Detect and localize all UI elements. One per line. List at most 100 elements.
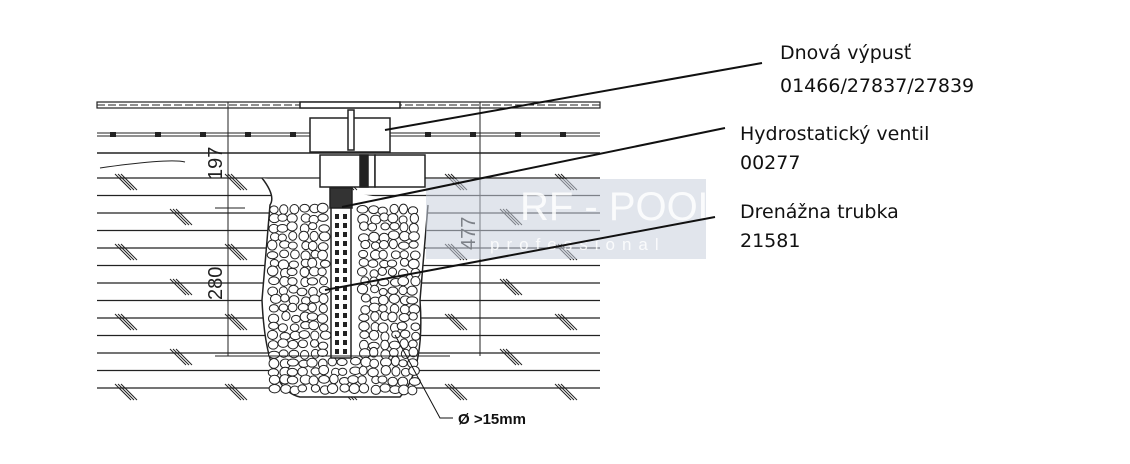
- gravel-stone: [377, 322, 389, 334]
- hatch-mark: [172, 278, 190, 296]
- gravel-stone: [287, 241, 298, 250]
- gravel-stone: [370, 284, 380, 294]
- gravel-stone: [318, 323, 329, 333]
- pipe-hole: [335, 268, 339, 273]
- pipe-hole: [343, 214, 347, 219]
- gravel-stone: [369, 358, 380, 369]
- hatch-mark: [557, 313, 575, 331]
- gravel-stone: [360, 239, 371, 250]
- gravel-stone: [379, 383, 391, 393]
- gravel-stone: [317, 348, 329, 357]
- gravel-stone: [358, 321, 370, 332]
- pipe-hole: [343, 223, 347, 228]
- gravel-stone: [319, 276, 329, 286]
- gravel-stone: [286, 358, 299, 367]
- hatch-mark: [117, 383, 135, 401]
- gravel-stone: [378, 304, 388, 313]
- pipe-hole: [335, 241, 339, 246]
- pipe-hole: [335, 313, 339, 318]
- gravel-stone: [269, 205, 279, 215]
- gravel-stone: [307, 240, 318, 252]
- hatch-mark: [230, 313, 248, 331]
- pipe-hole: [343, 268, 347, 273]
- hatch-mark: [230, 173, 248, 191]
- gravel-stone: [387, 376, 399, 387]
- gravel-stone: [319, 259, 331, 268]
- gravel-stone: [318, 303, 328, 314]
- pipe-hole: [343, 322, 347, 327]
- hatch-mark: [554, 313, 572, 331]
- gravel-stone: [367, 367, 379, 378]
- gravel-stone: [279, 249, 290, 259]
- gravel-stone: [368, 205, 380, 215]
- hatch-mark: [560, 383, 578, 401]
- gravel-stone: [268, 374, 281, 385]
- hatch-mark: [120, 243, 138, 261]
- gravel-stone: [360, 305, 371, 315]
- gravel-stone: [398, 313, 410, 323]
- gravel-stone: [377, 375, 388, 384]
- gravel-stone: [299, 203, 310, 213]
- hatch-mark: [444, 383, 462, 401]
- gravel-stone: [380, 222, 390, 231]
- gravel-stone: [408, 231, 420, 242]
- gravel-stone: [387, 213, 399, 224]
- pipe-hole: [343, 277, 347, 282]
- gravel-stone: [408, 240, 419, 249]
- gravel-stone: [286, 375, 299, 385]
- pipe-hole: [343, 313, 347, 318]
- gravel-stone: [406, 296, 419, 305]
- gravel-stone: [390, 355, 400, 367]
- hatch-mark: [120, 383, 138, 401]
- gravel-stone: [266, 251, 279, 260]
- gravel-stone: [267, 239, 278, 251]
- gravel-stone: [368, 231, 380, 243]
- gravel-stone: [396, 321, 408, 331]
- gravel-stone: [268, 276, 280, 286]
- hatch-mark: [499, 348, 517, 366]
- pipe-hole: [343, 295, 347, 300]
- gravel-stone: [307, 302, 317, 313]
- hatch-mark: [175, 348, 193, 366]
- gravel-stone: [358, 313, 370, 322]
- gravel-stone: [309, 294, 321, 304]
- rebar: [470, 132, 476, 137]
- gravel-stone: [316, 202, 329, 214]
- hatch-mark: [557, 383, 575, 401]
- hatch-mark: [114, 173, 132, 191]
- gravel-stone: [399, 304, 410, 315]
- gravel-stone: [350, 356, 362, 366]
- gravel-stone: [269, 293, 282, 304]
- gravel-stone: [268, 321, 279, 330]
- gravel-stone: [266, 265, 279, 277]
- gravel-stone: [390, 250, 401, 260]
- gravel-stone: [359, 221, 369, 231]
- gravel-stone: [347, 375, 359, 384]
- gravel-stone: [281, 311, 291, 321]
- gravel-stone: [386, 259, 398, 268]
- watermark: RF - POOL professional: [426, 179, 720, 259]
- gravel-stone: [317, 249, 328, 261]
- floor-drain: [299, 101, 426, 188]
- hatch-mark: [230, 383, 248, 401]
- hatch-mark: [227, 173, 245, 191]
- gravel-stone: [288, 231, 298, 241]
- gravel-stone: [406, 285, 418, 296]
- gravel-stone: [370, 241, 381, 250]
- callout-name: Hydrostatický ventil: [740, 123, 929, 145]
- pipe-hole: [335, 340, 339, 345]
- hatch-mark: [114, 243, 132, 261]
- gravel-stone: [276, 223, 289, 233]
- gravel-stone: [337, 367, 348, 376]
- gravel-stone: [317, 267, 327, 277]
- gravel-stone: [398, 285, 408, 296]
- gravel-size-note: Ø >15mm: [458, 411, 526, 428]
- gravel-stone: [286, 221, 298, 232]
- pipe-hole: [335, 349, 339, 354]
- gravel-stone: [329, 373, 339, 385]
- gravel-stone: [378, 294, 389, 306]
- pipe-hole: [335, 223, 339, 228]
- gravel-stone: [296, 287, 308, 297]
- pipe-hole: [335, 277, 339, 282]
